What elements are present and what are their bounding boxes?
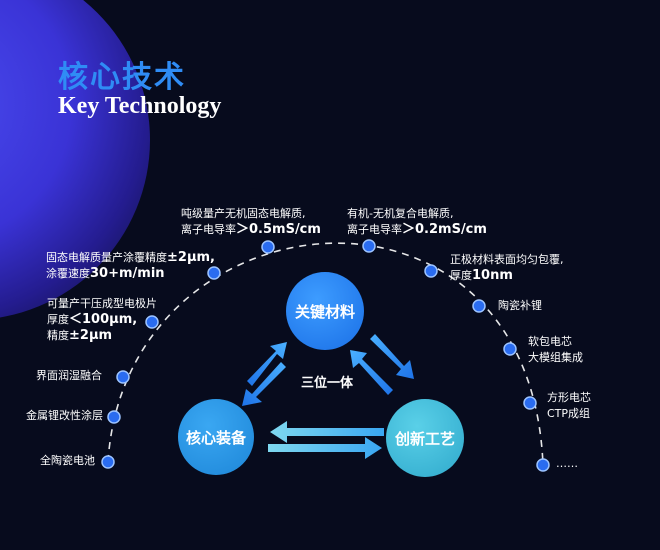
label-value: ±2μm, — [167, 250, 215, 265]
node-innovative-process: 创新工艺 — [386, 399, 464, 477]
label-line: 软包电芯 — [528, 335, 572, 348]
label-line: 厚度＜100μm, — [47, 312, 157, 328]
node-key-materials: 关键材料 — [286, 272, 364, 350]
label-cathode-coating: 正极材料表面均匀包覆, 厚度10nm — [450, 252, 564, 284]
arc-dot — [472, 299, 486, 313]
arc-dot — [101, 455, 115, 469]
label-line: 离子电导率＞0.2mS/cm — [347, 222, 487, 238]
arrow-up-left — [350, 350, 393, 395]
label-electrolyte-coating: 固态电解质量产涂覆精度±2μm, 涂覆速度30+m/min — [46, 250, 215, 282]
label-inorganic-electrolyte: 吨级量产无机固态电解质, 离子电导率＞0.5mS/cm — [181, 206, 321, 238]
label-text: 界面润湿融合 — [36, 369, 102, 382]
arc-dot — [536, 458, 550, 472]
arc-dot — [107, 410, 121, 424]
arc-dots — [101, 239, 550, 472]
label-line: 方形电芯 — [547, 391, 591, 404]
node-core-equipment: 核心装备 — [178, 399, 254, 475]
label-line: 有机-无机复合电解质, — [347, 207, 454, 220]
label-line: 吨级量产无机固态电解质, — [181, 207, 306, 220]
label-solid-battery: 全陶瓷电池 — [40, 453, 95, 469]
arrow-up-right — [247, 342, 287, 386]
label-line: 厚度10nm — [450, 268, 564, 284]
label-dry-electrode: 可量产干压成型电极片 厚度＜100μm, 精度±2μm — [47, 296, 157, 344]
label-value: ±2μm — [69, 328, 113, 343]
label-line: 大模组集成 — [528, 351, 583, 364]
label-text: 厚度 — [450, 269, 472, 282]
label-text: …… — [556, 457, 578, 470]
label-line: 可量产干压成型电极片 — [47, 297, 157, 310]
label-hybrid-electrolyte: 有机-无机复合电解质, 离子电导率＞0.2mS/cm — [347, 206, 487, 238]
label-line: 离子电导率＞0.5mS/cm — [181, 222, 321, 238]
label-text: 离子电导率 — [181, 223, 236, 236]
label-value: ＜100μm, — [69, 312, 138, 327]
arc-dot — [207, 266, 221, 280]
center-label: 三位一体 — [300, 376, 353, 391]
arrow-down-left — [242, 362, 286, 406]
label-ceramic-lithium: 陶瓷补锂 — [498, 298, 542, 314]
arc-dot — [362, 239, 376, 253]
page-subtitle: Key Technology — [58, 93, 222, 119]
label-metal-lithium: 金属锂改性涂层 — [26, 408, 103, 424]
label-text: 固态电解质量产涂覆精度 — [46, 251, 167, 264]
arrow-right — [268, 437, 382, 459]
label-line: 涂覆速度30+m/min — [46, 266, 215, 282]
label-line: CTP成组 — [547, 407, 591, 420]
label-pouch-cell: 软包电芯 大模组集成 — [528, 334, 583, 366]
label-text: 离子电导率 — [347, 223, 402, 236]
arc-dot — [116, 370, 130, 384]
label-text: 陶瓷补锂 — [498, 299, 542, 312]
label-text: 厚度 — [47, 313, 69, 326]
label-text: 精度 — [47, 329, 69, 342]
arc-dot — [145, 315, 159, 329]
arc-dot — [424, 264, 438, 278]
arc-dot — [261, 240, 275, 254]
label-text: 全陶瓷电池 — [40, 454, 95, 467]
label-ellipsis: …… — [556, 456, 578, 472]
label-value: ＞0.5mS/cm — [236, 222, 321, 237]
arrow-down-right — [370, 334, 414, 379]
arrow-left — [270, 421, 384, 443]
label-value: 10nm — [472, 268, 513, 283]
label-value: 30+m/min — [90, 266, 165, 281]
label-value: ＞0.2mS/cm — [402, 222, 487, 237]
label-line: 固态电解质量产涂覆精度±2μm, — [46, 250, 215, 266]
label-line: 精度±2μm — [47, 328, 157, 344]
cycle-arrows — [242, 334, 414, 459]
label-interface-wetting: 界面润湿融合 — [36, 368, 102, 384]
label-line: 正极材料表面均匀包覆, — [450, 253, 564, 266]
arc-dot — [523, 396, 537, 410]
arc-dot — [503, 342, 517, 356]
label-text: 金属锂改性涂层 — [26, 409, 103, 422]
label-prismatic-cell: 方形电芯 CTP成组 — [547, 390, 591, 422]
label-text: 涂覆速度 — [46, 267, 90, 280]
page-title: 核心技术 — [58, 60, 186, 95]
timeline-arc — [107, 242, 544, 466]
